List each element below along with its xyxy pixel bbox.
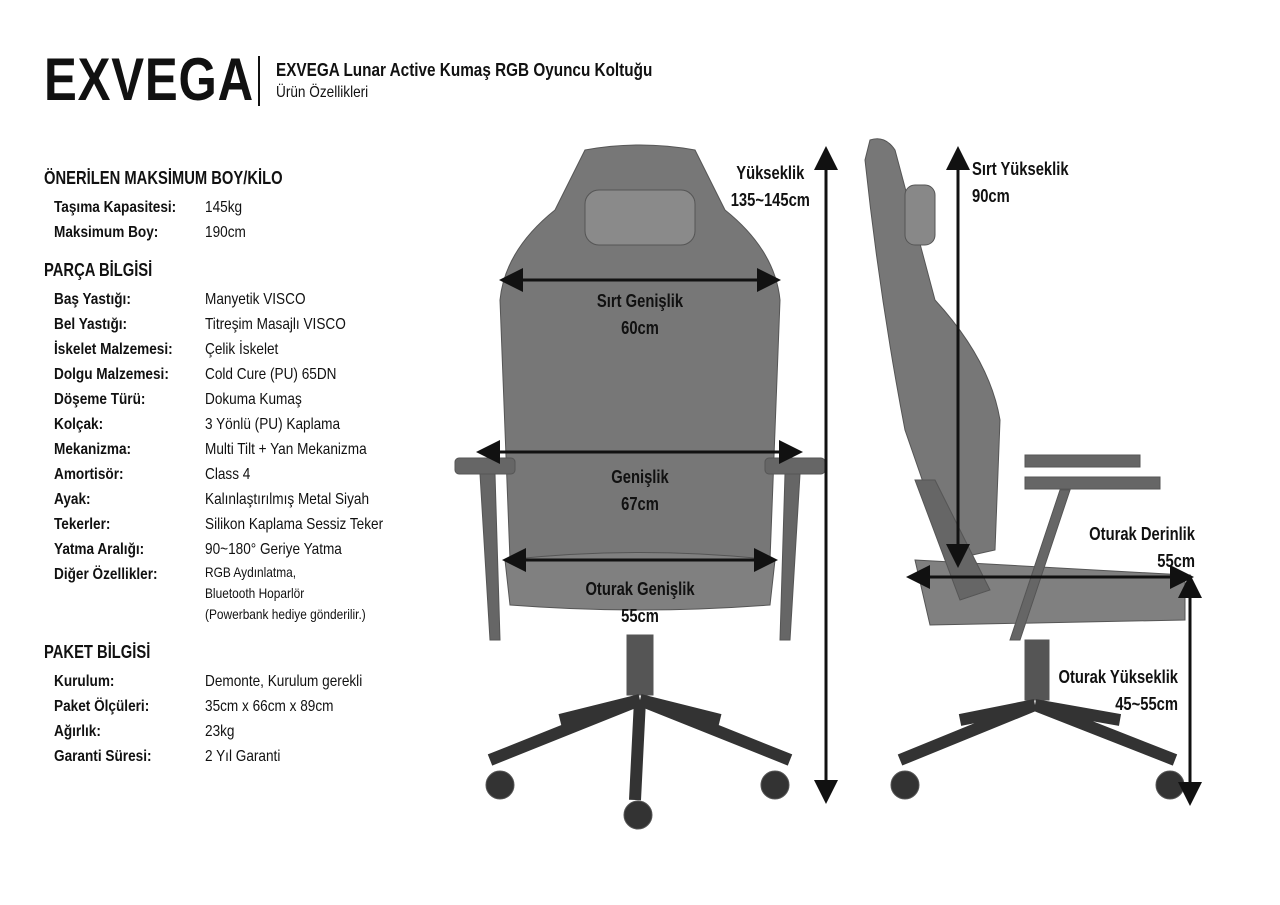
spec-value-line: (Powerbank hediye gönderilir.)	[205, 606, 366, 622]
spec-value: 3 Yönlü (PU) Kaplama	[205, 416, 341, 433]
spec-value: 2 Yıl Garanti	[205, 748, 281, 765]
page-subtitle: Ürün Özellikleri	[276, 84, 369, 101]
spec-label: Kurulum:	[54, 673, 115, 690]
spec-value: 90~180° Geriye Yatma	[205, 541, 342, 558]
spec-value: Manyetik VISCO	[205, 291, 306, 308]
spec-label: Ayak:	[54, 491, 91, 508]
spec-value: Demonte, Kurulum gerekli	[205, 673, 363, 690]
divider	[258, 56, 260, 106]
spec-value: Dokuma Kumaş	[205, 391, 302, 408]
spec-value: Silikon Kaplama Sessiz Teker	[205, 516, 384, 533]
section-title: PAKET BİLGİSİ	[44, 642, 151, 662]
spec-value: RGB Aydınlatma, Bluetooth Hoparlör (Powerb…	[205, 562, 366, 625]
spec-label: Ağırlık:	[54, 723, 101, 740]
spec-value: Class 4	[205, 466, 251, 483]
section-title: ÖNERİLEN MAKSİMUM BOY/KİLO	[44, 168, 283, 188]
spec-label: Baş Yastığı:	[54, 291, 131, 308]
spec-label: Taşıma Kapasitesi:	[54, 199, 177, 216]
spec-value: Cold Cure (PU) 65DN	[205, 366, 337, 383]
spec-value: Titreşim Masajlı VISCO	[205, 316, 346, 333]
spec-label: İskelet Malzemesi:	[54, 341, 173, 358]
product-title: EXVEGA Lunar Active Kumaş RGB Oyuncu Kol…	[276, 60, 653, 80]
spec-label: Maksimum Boy:	[54, 224, 159, 241]
spec-value: Multi Tilt + Yan Mekanizma	[205, 441, 367, 458]
spec-value: 145kg	[205, 199, 243, 216]
spec-label: Tekerler:	[54, 516, 111, 533]
spec-label: Yatma Aralığı:	[54, 541, 145, 558]
brand-logo: EXVEGA	[44, 46, 254, 113]
spec-value: 35cm x 66cm x 89cm	[205, 698, 334, 715]
spec-value: 23kg	[205, 723, 235, 740]
spec-label: Kolçak:	[54, 416, 104, 433]
spec-value: 190cm	[205, 224, 246, 241]
spec-value: Kalınlaştırılmış Metal Siyah	[205, 491, 370, 508]
spec-label: Amortisör:	[54, 466, 124, 483]
section-title: PARÇA BİLGİSİ	[44, 260, 153, 280]
spec-label: Döşeme Türü:	[54, 391, 146, 408]
spec-label: Bel Yastığı:	[54, 316, 128, 333]
spec-value-line: RGB Aydınlatma,	[205, 564, 297, 580]
spec-value: Çelik İskelet	[205, 341, 279, 358]
spec-label: Dolgu Malzemesi:	[54, 366, 169, 383]
spec-label: Garanti Süresi:	[54, 748, 152, 765]
spec-label: Paket Ölçüleri:	[54, 698, 150, 715]
spec-value-line: Bluetooth Hoparlör	[205, 585, 305, 601]
spec-label: Mekanizma:	[54, 441, 132, 458]
spec-label: Diğer Özellikler:	[54, 566, 158, 583]
